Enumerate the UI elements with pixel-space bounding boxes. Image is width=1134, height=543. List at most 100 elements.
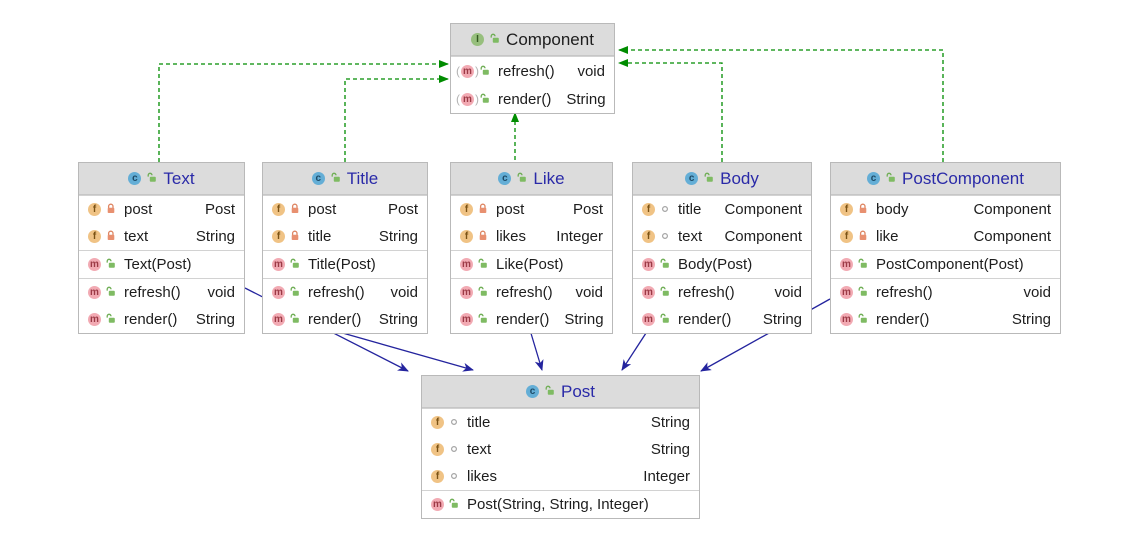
public-visibility-icon <box>478 284 488 301</box>
method-icon: m <box>272 313 285 326</box>
member-type: void <box>390 284 418 301</box>
member-name: Title(Post) <box>308 256 376 273</box>
field-icon: f <box>642 203 655 216</box>
public-visibility-icon <box>478 256 488 273</box>
public-visibility-icon <box>858 256 868 273</box>
package-visibility-icon <box>660 228 670 245</box>
member-type: String <box>566 90 606 108</box>
field-icon: f <box>272 230 285 243</box>
field-icon: f <box>642 230 655 243</box>
member-name: Text(Post) <box>124 256 192 273</box>
method-icon: m <box>461 64 474 78</box>
public-visibility-icon <box>478 311 488 328</box>
member-name: title <box>678 201 702 218</box>
method-icon: m <box>460 313 473 326</box>
constructor-icon: m <box>431 498 444 511</box>
class-icon: c <box>867 172 881 185</box>
class-icon: c <box>311 172 325 185</box>
public-visibility-icon <box>290 256 300 273</box>
member-type: Component <box>724 201 802 218</box>
constructor-icon: m <box>272 258 285 271</box>
public-visibility-icon <box>660 256 670 273</box>
public-visibility-icon <box>704 170 714 187</box>
class-title: Component <box>506 29 594 49</box>
class-title: Body <box>720 168 759 188</box>
member-type: Component <box>973 201 1051 218</box>
method-icon: m <box>272 286 285 299</box>
field-row: f title Component <box>633 196 811 223</box>
constructor-row: m Title(Post) <box>263 251 427 278</box>
public-visibility-icon <box>331 170 341 187</box>
public-visibility-icon <box>147 170 157 187</box>
public-visibility-icon <box>660 284 670 301</box>
field-icon: f <box>431 443 444 456</box>
field-icon: f <box>460 230 473 243</box>
member-name: text <box>124 228 149 245</box>
method-icon: m <box>642 286 655 299</box>
method-icon: m <box>461 92 474 106</box>
package-visibility-icon <box>449 414 459 431</box>
dependency-edge-body-post <box>621 329 649 371</box>
member-name: render() <box>496 311 550 328</box>
abstract-paren: ( <box>456 64 460 78</box>
realization-edge-title-component <box>344 75 449 162</box>
member-name: post <box>308 201 337 218</box>
member-section: m Title(Post) <box>263 250 427 278</box>
method-icon: m <box>460 286 473 299</box>
abstract-paren: ( <box>456 92 460 106</box>
method-icon: m <box>642 313 655 326</box>
public-visibility-icon <box>886 170 896 187</box>
member-section: (m)refresh()void(m)render()String <box>451 56 614 113</box>
dependency-edge-like-post <box>529 329 544 371</box>
member-type: Post <box>387 201 418 218</box>
member-name: text <box>467 441 492 458</box>
member-name: render() <box>124 311 178 328</box>
public-visibility-icon <box>290 284 300 301</box>
member-type: void <box>774 284 802 301</box>
private-visibility-icon <box>106 201 116 218</box>
private-visibility-icon <box>106 228 116 245</box>
abstract-paren: ) <box>475 64 479 78</box>
member-name: render() <box>678 311 732 328</box>
private-visibility-icon <box>858 201 868 218</box>
method-icon: m <box>88 286 101 299</box>
member-name: render() <box>498 90 552 108</box>
private-visibility-icon <box>478 228 488 245</box>
member-name: Body(Post) <box>678 256 753 273</box>
member-name: Post(String, String, Integer) <box>467 496 649 513</box>
field-icon: f <box>431 416 444 429</box>
method-icon: m <box>88 313 101 326</box>
member-type: String <box>378 311 418 328</box>
